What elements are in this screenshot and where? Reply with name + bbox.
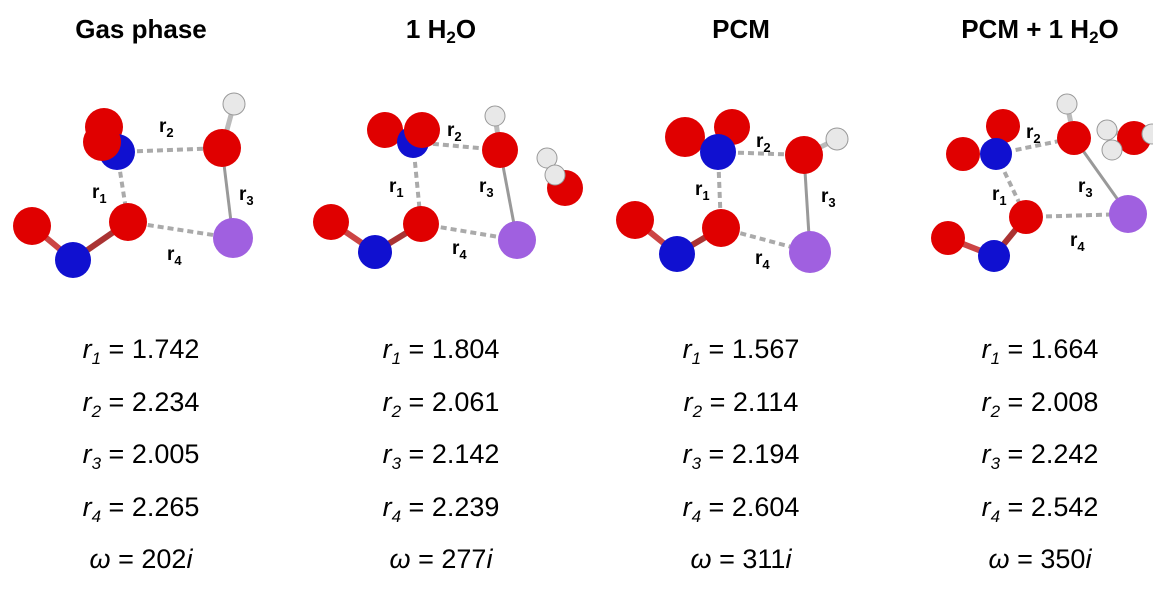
bond-label-r3: r3: [821, 186, 836, 210]
r1-value: r1 = 1.567: [682, 334, 800, 368]
bond-label-r1: r1: [389, 176, 404, 200]
bond-label-r1: r1: [92, 182, 107, 206]
r4-value: r4 = 2.542: [981, 491, 1099, 526]
bond-label-r2: r2: [447, 120, 462, 144]
parameter-list: r1 = 1.567 r2 = 2.114 r3 = 2.194 r4 = 2.…: [597, 330, 885, 593]
bond-label-r3: r3: [239, 184, 254, 208]
hydrogen-atom: [484, 105, 506, 127]
oxygen-atom: [203, 129, 241, 167]
oxygen-atom: [665, 117, 705, 157]
nitrogen-atom: [659, 236, 695, 272]
hydrogen-atom: [1101, 139, 1123, 161]
molecule-structure: r2 r1 r3 r4: [13, 92, 254, 278]
r2-value: r2 = 2.008: [981, 386, 1099, 421]
bond-label-r4: r4: [452, 238, 467, 262]
bond-label-r4: r4: [167, 244, 182, 268]
panel-gas-phase: Gas phase r2 r1 r3 r4 r1 = 1.742 r2 = 2.…: [0, 0, 285, 578]
hydrogen-atom: [1056, 93, 1078, 115]
r2-value: r2 = 2.234: [82, 386, 200, 421]
oxygen-atom: [702, 209, 740, 247]
oxygen-atom: [785, 136, 823, 174]
hydrogen-atom: [1141, 123, 1153, 145]
r3-value: r3 = 2.242: [981, 439, 1099, 473]
r2-value: r2 = 2.114: [683, 386, 799, 421]
r4-value: r4 = 2.604: [682, 491, 800, 526]
oxygen-atom: [13, 207, 51, 245]
nitrogen-atom: [700, 134, 736, 170]
panel-title: 1 H2O: [405, 14, 477, 47]
parameter-list: r1 = 1.664 r2 = 2.008 r3 = 2.242 r4 = 2.…: [896, 330, 1153, 593]
panel-title: PCM: [712, 14, 770, 44]
metal-atom: [1109, 195, 1147, 233]
r1-value: r1 = 1.742: [82, 334, 200, 368]
oxygen-atom: [1117, 121, 1151, 155]
oxygen-atom: [403, 206, 439, 242]
hydrogen-atom: [1096, 119, 1118, 141]
oxygen-atom: [404, 112, 440, 148]
r3-value: r3 = 2.194: [682, 439, 800, 473]
oxygen-atom: [946, 137, 980, 171]
hydrogen-atom: [544, 164, 566, 186]
nitrogen-atom: [358, 235, 392, 269]
bond-label-r2: r2: [1026, 122, 1041, 146]
oxygen-atom: [616, 201, 654, 239]
molecule-structure: r2 r1 r3 r4: [313, 105, 583, 269]
r4-value: r4 = 2.265: [82, 491, 200, 526]
parameter-list: r1 = 1.742 r2 = 2.234 r3 = 2.005 r4 = 2.…: [0, 330, 285, 593]
metal-atom: [789, 231, 831, 273]
oxygen-atom: [931, 221, 965, 255]
bond-label-r2: r2: [756, 131, 771, 155]
hydrogen-atom: [825, 127, 849, 151]
r1-value: r1 = 1.664: [981, 334, 1099, 368]
oxygen-atom: [83, 123, 121, 161]
bond-label-r3: r3: [1078, 176, 1093, 200]
r2-value: r2 = 2.061: [382, 386, 500, 421]
bond-label-r4: r4: [1070, 230, 1085, 254]
oxygen-atom: [986, 109, 1020, 143]
oxygen-atom: [109, 203, 147, 241]
metal-atom: [498, 221, 536, 259]
omega-value: ω = 350i: [988, 544, 1092, 574]
r4-value: r4 = 2.239: [382, 491, 500, 526]
bond-label-r1: r1: [992, 184, 1007, 208]
nitrogen-atom: [55, 242, 91, 278]
oxygen-atom: [313, 204, 349, 240]
oxygen-atom: [1057, 121, 1091, 155]
omega-value: ω = 277i: [389, 544, 493, 574]
metal-atom: [213, 218, 253, 258]
bond-label-r3: r3: [479, 176, 494, 200]
hydrogen-atom: [536, 147, 558, 169]
r3-value: r3 = 2.005: [82, 439, 200, 473]
bond-label-r2: r2: [159, 116, 174, 140]
bond-label-r1: r1: [695, 179, 710, 203]
panel-title: Gas phase: [75, 14, 207, 44]
molecule-structure: r2 r1 r3 r4: [616, 109, 849, 273]
hydrogen-atom: [222, 92, 246, 116]
molecule-structure: r2 r1 r3 r4: [931, 93, 1153, 272]
r1-value: r1 = 1.804: [382, 334, 500, 368]
nitrogen-atom: [978, 240, 1010, 272]
panel-title: PCM + 1 H2O: [961, 14, 1119, 47]
nitrogen-atom: [980, 138, 1012, 170]
r3-value: r3 = 2.142: [382, 439, 500, 473]
oxygen-atom: [1009, 200, 1043, 234]
panel-1-h2o: 1 H2O r2 r1 r3 r4 r1 = 1.804 r2 = 2.061 …: [297, 0, 585, 578]
panel-pcm: PCM r2 r1 r3 r4 r1 = 1.567 r2 = 2.114 r3…: [597, 0, 885, 578]
oxygen-atom: [367, 112, 403, 148]
bond-label-r4: r4: [755, 248, 770, 272]
omega-value: ω = 202i: [89, 544, 193, 574]
oxygen-atom: [482, 132, 518, 168]
parameter-list: r1 = 1.804 r2 = 2.061 r3 = 2.142 r4 = 2.…: [297, 330, 585, 593]
omega-value: ω = 311i: [690, 544, 792, 574]
panel-pcm-1-h2o: PCM + 1 H2O r2 r1 r3 r4 r1 = 1.664 r2 = …: [896, 0, 1153, 578]
